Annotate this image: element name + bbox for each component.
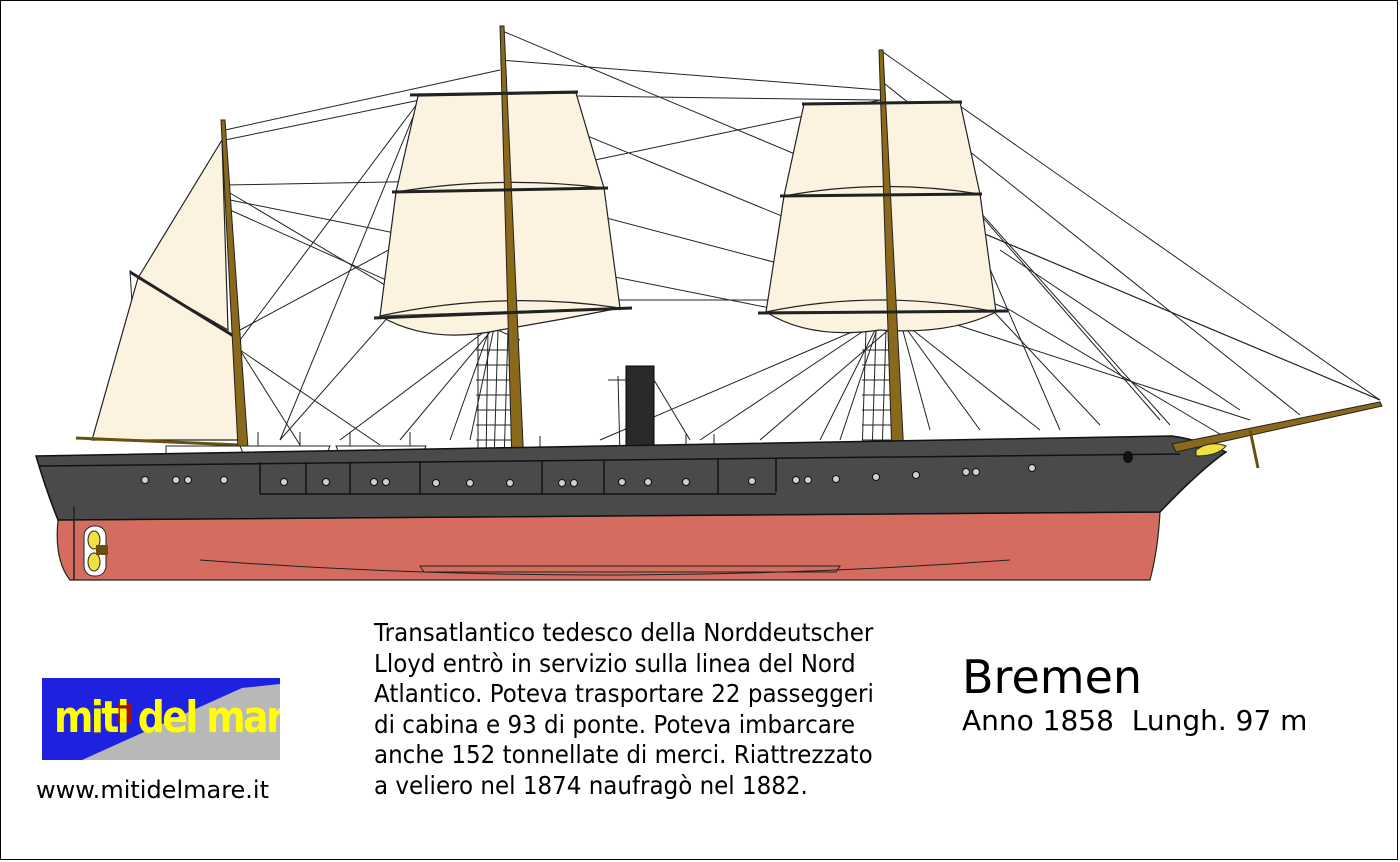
shrouds-fore [861,329,892,456]
hawse-hole [1123,451,1133,463]
description-line: Transatlantico tedesco della Norddeutsch… [374,618,874,647]
ship-description: Transatlantico tedesco della Norddeutsch… [374,618,889,801]
hull-lower [56,511,1161,581]
logo-shape-icon [82,684,280,760]
shrouds-main [476,329,512,463]
propeller [73,506,108,580]
logo-text: miti del mare [54,692,280,743]
portholes [141,464,1036,487]
ship-name: Bremen [962,650,1143,704]
description-line: anche 152 tonnellate di merci. Riattrezz… [374,740,873,769]
funnel [608,365,691,457]
bowsprit [1171,401,1383,469]
hull-keel-line [419,565,841,573]
ship-illustration [35,25,1383,581]
fore-sails [765,101,997,334]
mizzen-sails [75,137,241,447]
ship-specs: Anno 1858 Lungh. 97 m [962,704,1308,737]
description-line: a veliero nel 1874 naufragò nel 1882. [374,770,808,800]
miti-del-mare-logo[interactable]: miti del mare [42,678,280,760]
masts [220,25,905,467]
sheer-line [39,453,1181,467]
main-sails [379,92,621,336]
website-link[interactable]: www.mitidelmare.it [36,776,270,804]
hull-panels [259,458,777,495]
rigging [129,29,1381,446]
description-line: di cabina e 93 di ponte. Poteva imbarcar… [374,709,855,739]
description-line: Atlantico. Poteva trasportare 22 passegg… [374,679,874,708]
hull-lower-line [199,559,1011,576]
description-line: Lloyd entrò in servizio sulla linea del … [374,648,856,678]
yards [373,90,1009,320]
